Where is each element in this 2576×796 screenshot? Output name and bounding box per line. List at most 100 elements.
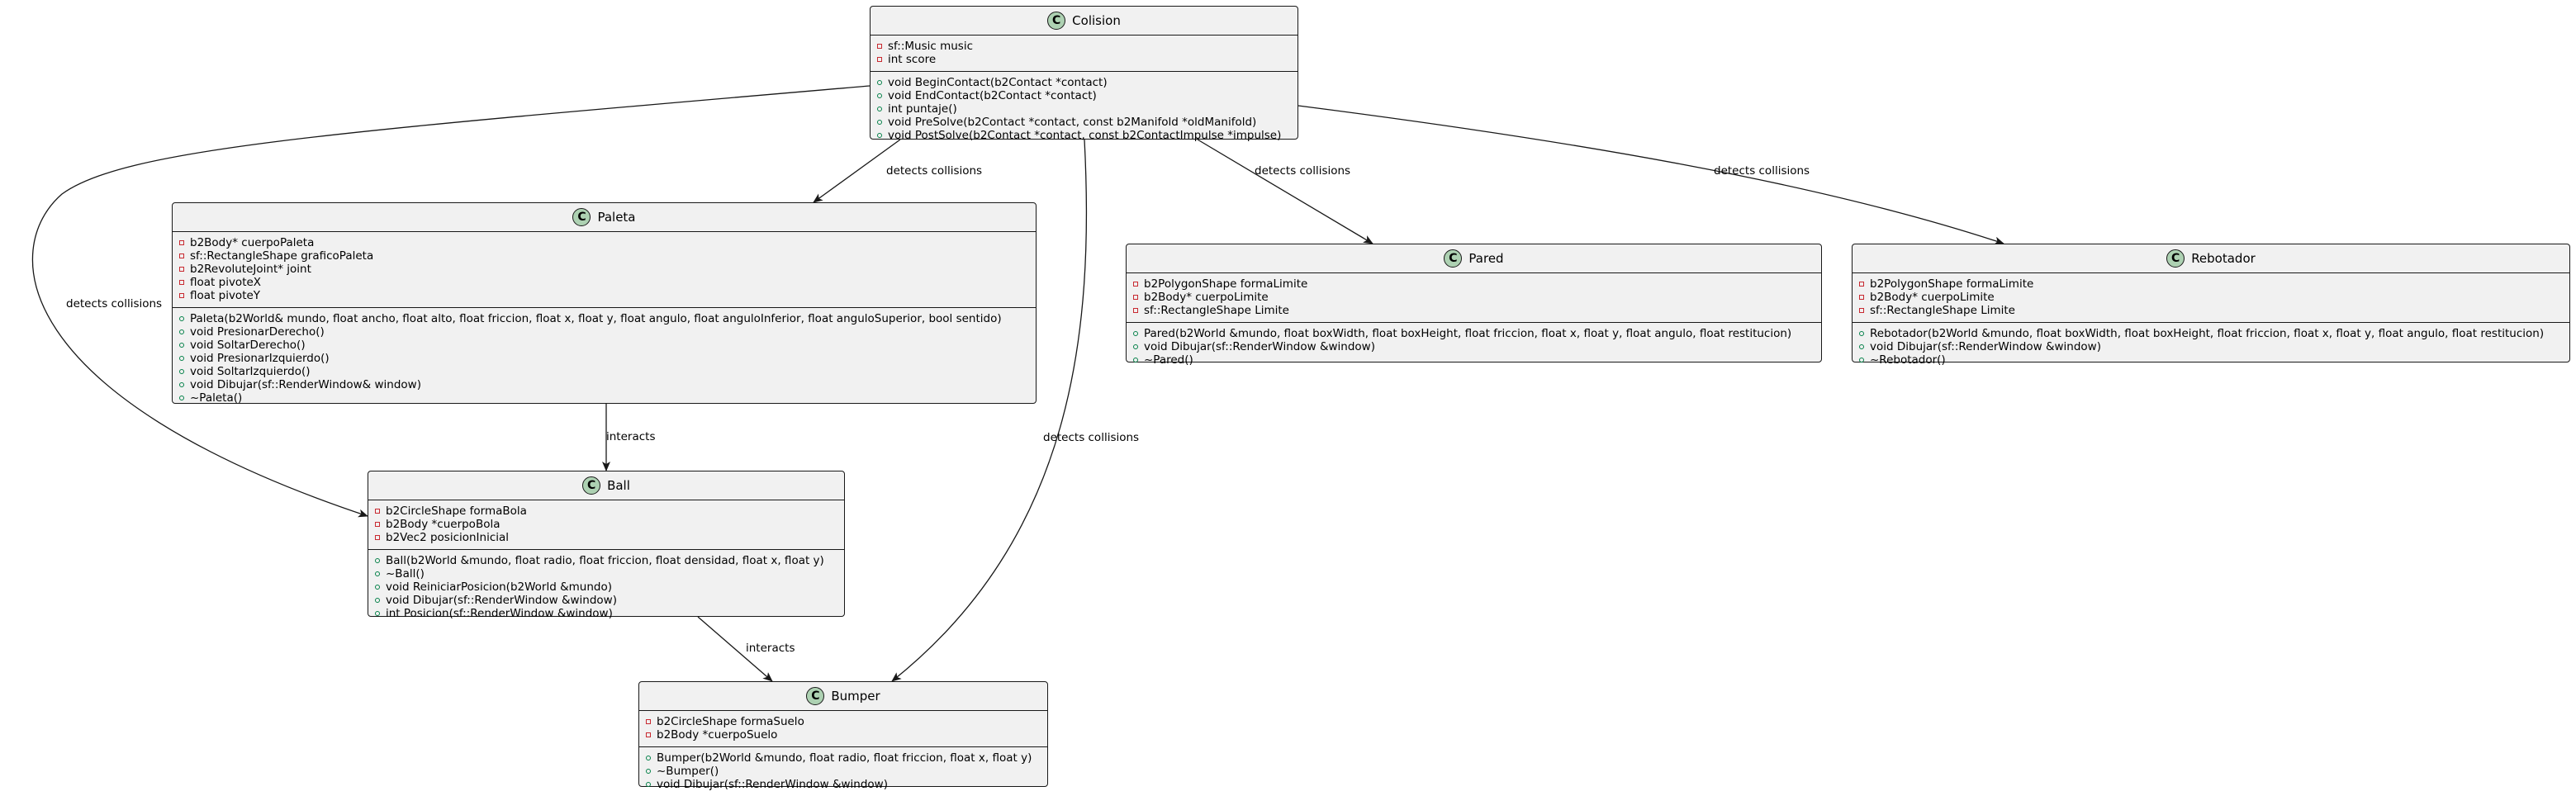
method-row: void Dibujar(sf::RenderWindow &window) xyxy=(1133,340,1815,353)
method-row: int puntaje() xyxy=(877,102,1291,116)
attribute-text: sf::Music music xyxy=(888,40,974,53)
class-name: Ball xyxy=(607,478,630,493)
class-header: C Paleta xyxy=(173,203,1036,231)
class-colision[interactable]: C Colision sf::Music music int score voi… xyxy=(870,6,1298,142)
private-marker xyxy=(179,280,184,285)
edge-colision-bumper xyxy=(891,139,1088,682)
private-marker xyxy=(1133,295,1138,300)
method-text: void SoltarDerecho() xyxy=(190,339,306,352)
attribute-text: b2Vec2 posicionInicial xyxy=(386,531,510,544)
attribute-row: sf::RectangleShape graficoPaleta xyxy=(179,249,1029,263)
edge-colision-paleta xyxy=(813,139,901,203)
method-text: void ReiniciarPosicion(b2World &mundo) xyxy=(386,580,612,594)
private-marker xyxy=(1859,308,1864,313)
attribute-row: b2Body *cuerpoSuelo xyxy=(646,728,1041,742)
methods-section: Bumper(b2World &mundo, float radio, floa… xyxy=(639,746,1047,796)
public-marker xyxy=(877,120,882,125)
method-row: void PostSolve(b2Contact *contact, const… xyxy=(877,129,1291,142)
method-row: Ball(b2World &mundo, float radio, float … xyxy=(375,554,837,567)
class-icon: C xyxy=(572,208,591,226)
public-marker xyxy=(179,369,184,374)
method-row: Rebotador(b2World &mundo, float boxWidth… xyxy=(1859,327,2563,340)
method-text: ~Paleta() xyxy=(190,391,243,405)
attribute-text: b2CircleShape formaSuelo xyxy=(657,715,804,728)
method-row: ~Pared() xyxy=(1133,353,1815,367)
relation-label: detects collisions xyxy=(66,297,163,310)
public-marker xyxy=(1133,331,1138,336)
method-row: ~Ball() xyxy=(375,567,837,580)
methods-section: Rebotador(b2World &mundo, float boxWidth… xyxy=(1853,322,2569,372)
attribute-text: b2PolygonShape formaLimite xyxy=(1144,277,1308,291)
class-rebotador[interactable]: C Rebotador b2PolygonShape formaLimite b… xyxy=(1852,244,2570,367)
method-text: Bumper(b2World &mundo, float radio, floa… xyxy=(657,751,1032,765)
method-text: void PreSolve(b2Contact *contact, const … xyxy=(888,116,1257,129)
private-marker xyxy=(375,509,380,514)
attribute-row: sf::Music music xyxy=(877,40,1291,53)
public-marker xyxy=(646,756,651,760)
public-marker xyxy=(1859,358,1864,362)
class-icon: C xyxy=(1444,249,1463,268)
method-text: void BeginContact(b2Contact *contact) xyxy=(888,76,1108,89)
public-marker xyxy=(179,316,184,321)
private-marker xyxy=(179,240,184,245)
private-marker xyxy=(1859,295,1864,300)
class-pared[interactable]: C Pared b2PolygonShape formaLimite b2Bod… xyxy=(1126,244,1822,367)
private-marker xyxy=(1859,282,1864,287)
method-row: ~Bumper() xyxy=(646,765,1041,778)
method-row: Paleta(b2World& mundo, float ancho, floa… xyxy=(179,312,1029,325)
public-marker xyxy=(375,598,380,603)
method-text: Ball(b2World &mundo, float radio, float … xyxy=(386,554,824,567)
edge-ball-bumper xyxy=(697,616,773,682)
method-row: Bumper(b2World &mundo, float radio, floa… xyxy=(646,751,1041,765)
attribute-text: sf::RectangleShape Limite xyxy=(1144,304,1289,317)
attributes-section: b2CircleShape formaSuelo b2Body *cuerpoS… xyxy=(639,710,1047,746)
public-marker xyxy=(1133,344,1138,349)
attribute-row: b2CircleShape formaBola xyxy=(375,505,837,518)
edge-colision-ball xyxy=(31,85,871,518)
attributes-section: b2PolygonShape formaLimite b2Body* cuerp… xyxy=(1853,272,2569,322)
public-marker xyxy=(646,769,651,774)
private-marker xyxy=(646,732,651,737)
attribute-text: b2PolygonShape formaLimite xyxy=(1870,277,2034,291)
attributes-section: b2CircleShape formaBola b2Body *cuerpoBo… xyxy=(368,500,844,549)
method-row: void Dibujar(sf::RenderWindow &window) xyxy=(646,778,1041,791)
attribute-row: b2CircleShape formaSuelo xyxy=(646,715,1041,728)
method-row: void BeginContact(b2Contact *contact) xyxy=(877,76,1291,89)
public-marker xyxy=(179,343,184,348)
class-bumper[interactable]: C Bumper b2CircleShape formaSuelo b2Body… xyxy=(638,681,1048,791)
attribute-row: int score xyxy=(877,53,1291,66)
relation-label: detects collisions xyxy=(1255,164,1351,178)
public-marker xyxy=(179,356,184,361)
class-header: C Ball xyxy=(368,471,844,500)
class-name: Rebotador xyxy=(2191,251,2256,266)
method-text: void EndContact(b2Contact *contact) xyxy=(888,89,1097,102)
attributes-section: b2Body* cuerpoPaleta sf::RectangleShape … xyxy=(173,231,1036,307)
attribute-row: sf::RectangleShape Limite xyxy=(1859,304,2563,317)
method-row: void PresionarDerecho() xyxy=(179,325,1029,339)
method-row: ~Rebotador() xyxy=(1859,353,2563,367)
class-paleta[interactable]: C Paleta b2Body* cuerpoPaleta sf::Rectan… xyxy=(172,202,1037,405)
attribute-row: b2Body *cuerpoBola xyxy=(375,518,837,531)
method-row: void PresionarIzquierdo() xyxy=(179,352,1029,365)
class-ball[interactable]: C Ball b2CircleShape formaBola b2Body *c… xyxy=(368,471,845,620)
method-row: int Posicion(sf::RenderWindow &window) xyxy=(375,607,837,620)
class-icon: C xyxy=(1047,12,1066,30)
attribute-text: sf::RectangleShape Limite xyxy=(1870,304,2015,317)
methods-section: Paleta(b2World& mundo, float ancho, floa… xyxy=(173,307,1036,410)
method-text: void PostSolve(b2Contact *contact, const… xyxy=(888,129,1282,142)
attribute-text: b2RevoluteJoint* joint xyxy=(190,263,311,276)
public-marker xyxy=(375,585,380,590)
public-marker xyxy=(877,107,882,111)
public-marker xyxy=(1133,358,1138,362)
attributes-section: b2PolygonShape formaLimite b2Body* cuerp… xyxy=(1127,272,1821,322)
private-marker xyxy=(179,253,184,258)
private-marker xyxy=(179,267,184,272)
relation-label: detects collisions xyxy=(1043,431,1140,444)
public-marker xyxy=(375,571,380,576)
attributes-section: sf::Music music int score xyxy=(871,35,1297,71)
attribute-text: float pivoteX xyxy=(190,276,262,289)
class-icon: C xyxy=(2166,249,2185,268)
method-text: ~Pared() xyxy=(1144,353,1193,367)
method-text: ~Rebotador() xyxy=(1870,353,1946,367)
